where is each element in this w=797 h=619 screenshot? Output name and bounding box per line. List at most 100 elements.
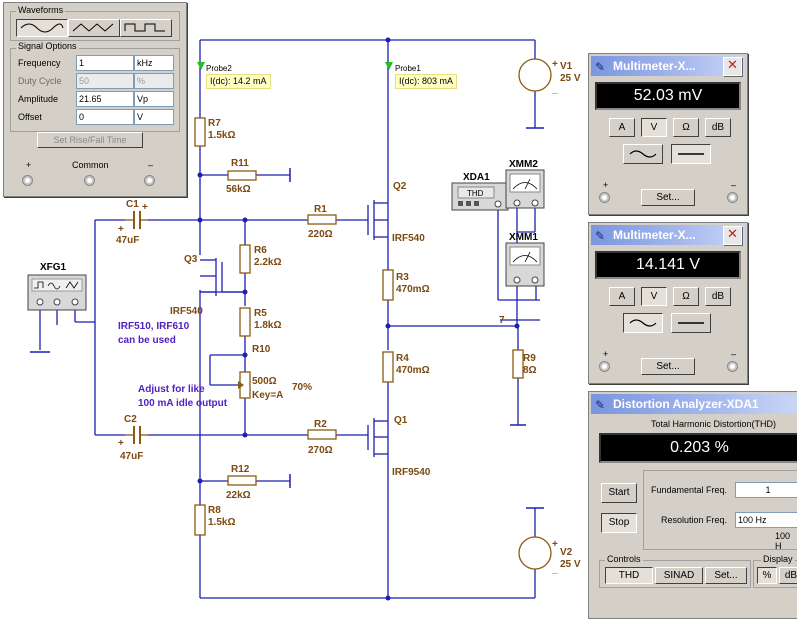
v2-source[interactable] [518, 536, 552, 570]
start-button[interactable]: Start [601, 483, 637, 503]
resolution-freq-select[interactable]: 100 Hz [735, 512, 797, 528]
voltmeter-mode-button[interactable]: V [641, 287, 667, 306]
r8-resistor[interactable] [194, 504, 206, 536]
probe2-marker-icon[interactable] [197, 62, 205, 70]
common-terminal[interactable] [84, 175, 95, 186]
voltmeter-mode-button[interactable]: V [641, 118, 667, 137]
fundamental-freq-label: Fundamental Freq. [651, 485, 728, 495]
close-icon[interactable]: ✕ [723, 57, 742, 76]
voltage-sources [518, 58, 552, 570]
decibel-mode-button[interactable]: dB [705, 287, 731, 306]
svg-text:+: + [552, 59, 558, 70]
set-button[interactable]: Set... [705, 567, 747, 584]
duty-cycle-unit[interactable]: % [134, 73, 174, 89]
dc-mode-button[interactable] [671, 144, 711, 164]
plus-terminal[interactable] [599, 361, 610, 372]
ammeter-mode-button[interactable]: A [609, 287, 635, 306]
r5-resistor[interactable] [239, 307, 251, 337]
r10-percent: 70% [292, 382, 312, 393]
r2-resistor[interactable] [307, 429, 337, 440]
node7-label: 7 [499, 315, 505, 326]
plus-label: + [603, 180, 609, 190]
percent-display-button[interactable]: % [757, 567, 777, 584]
ac-wave-icon [629, 150, 657, 158]
offset-input[interactable]: 0 [76, 109, 134, 125]
c2-label: C2 [124, 414, 137, 425]
sinad-mode-button[interactable]: SINAD [655, 567, 703, 584]
ohmmeter-mode-button[interactable]: Ω [673, 287, 699, 306]
set-rise-fall-button[interactable]: Set Rise/Fall Time [37, 132, 143, 148]
fundamental-freq-input[interactable]: 1 [735, 482, 797, 498]
c1-value: 47uF [116, 235, 139, 246]
distortion-analyzer-titlebar[interactable]: ✎ Distortion Analyzer-XDA1 [591, 394, 797, 414]
square-wave-button[interactable] [120, 19, 172, 37]
plus-terminal[interactable] [22, 175, 33, 186]
r6-label: R6 [254, 245, 267, 256]
xmm2-symbol[interactable] [505, 169, 545, 209]
amplitude-unit[interactable]: Vp [134, 91, 174, 107]
ac-mode-button[interactable] [623, 144, 663, 164]
stop-button[interactable]: Stop [601, 513, 637, 533]
r11-resistor[interactable] [227, 170, 257, 181]
r3-label: R3 [396, 272, 409, 283]
ac-mode-button[interactable] [623, 313, 663, 333]
multimeter-xmm1-reading: 14.141 V [595, 251, 741, 279]
r12-resistor[interactable] [227, 475, 257, 486]
note-idle-output: 100 mA idle output [138, 398, 228, 409]
probe1-name: Probe1 [395, 64, 421, 73]
close-icon[interactable]: ✕ [723, 226, 742, 245]
set-button[interactable]: Set... [641, 189, 695, 206]
frequency-unit[interactable]: kHz [134, 55, 174, 71]
r9-resistor[interactable] [512, 349, 524, 379]
ohmmeter-mode-button[interactable]: Ω [673, 118, 699, 137]
offset-unit[interactable]: V [134, 109, 174, 125]
minus-terminal[interactable] [727, 192, 738, 203]
plus-terminal[interactable] [599, 192, 610, 203]
set-button[interactable]: Set... [641, 358, 695, 375]
q3-label: Q3 [184, 254, 198, 265]
function-generator-panel: Waveforms Signal Options Frequency 1 kHz… [3, 2, 187, 197]
amplitude-input[interactable]: 21.65 [76, 91, 134, 107]
ac-wave-icon [629, 319, 657, 327]
r9-label: R9 [523, 353, 536, 364]
analyzer-icon: ✎ [595, 398, 606, 412]
r7-resistor[interactable] [194, 117, 206, 147]
triangle-wave-button[interactable] [68, 19, 120, 37]
frequency-input[interactable]: 1 [76, 55, 134, 71]
probe1-marker-icon[interactable] [385, 62, 393, 70]
xda-inner-label: THD [467, 189, 484, 198]
minus-terminal[interactable] [144, 175, 155, 186]
r4-resistor[interactable] [382, 351, 394, 383]
decibel-mode-button[interactable]: dB [705, 118, 731, 137]
xda1-symbol[interactable]: THD [451, 182, 509, 211]
r1-resistor[interactable] [307, 214, 337, 225]
multimeter-xmm2-reading: 52.03 mV [595, 82, 741, 110]
r5-label: R5 [254, 308, 267, 319]
v1-source[interactable] [518, 58, 552, 92]
db-display-button[interactable]: dB [779, 567, 797, 584]
minus-label: – [731, 180, 737, 190]
plus-label: + [603, 349, 609, 359]
sine-wave-button[interactable] [16, 19, 68, 37]
r4-label: R4 [396, 353, 409, 364]
svg-text:+: + [118, 438, 124, 449]
thd-mode-button[interactable]: THD [605, 567, 653, 584]
multimeter-icon: ✎ [595, 229, 606, 243]
r8-label: R8 [208, 505, 221, 516]
r3-resistor[interactable] [382, 269, 394, 301]
r6-resistor[interactable] [239, 244, 251, 274]
dc-mode-button[interactable] [671, 313, 711, 333]
multimeter-xmm1-titlebar[interactable]: ✎ Multimeter-X... ✕ [591, 225, 745, 245]
xmm1-symbol[interactable] [505, 242, 545, 287]
minus-terminal[interactable] [727, 361, 738, 372]
probe2-readout: I(dc): 14.2 mA [206, 74, 271, 89]
resolution-freq-extra: 100 H [775, 531, 791, 551]
duty-cycle-input[interactable]: 50 [76, 73, 134, 89]
svg-text:+: + [142, 202, 148, 213]
xfg1-symbol[interactable] [27, 274, 87, 311]
ammeter-mode-button[interactable]: A [609, 118, 635, 137]
square-wave-icon [124, 23, 165, 32]
q2-label: Q2 [393, 181, 407, 192]
multimeter-xmm2-titlebar[interactable]: ✎ Multimeter-X... ✕ [591, 56, 745, 76]
multimeter-xmm1-window: ✎ Multimeter-X... ✕ 14.141 V A V Ω dB + … [588, 222, 748, 384]
